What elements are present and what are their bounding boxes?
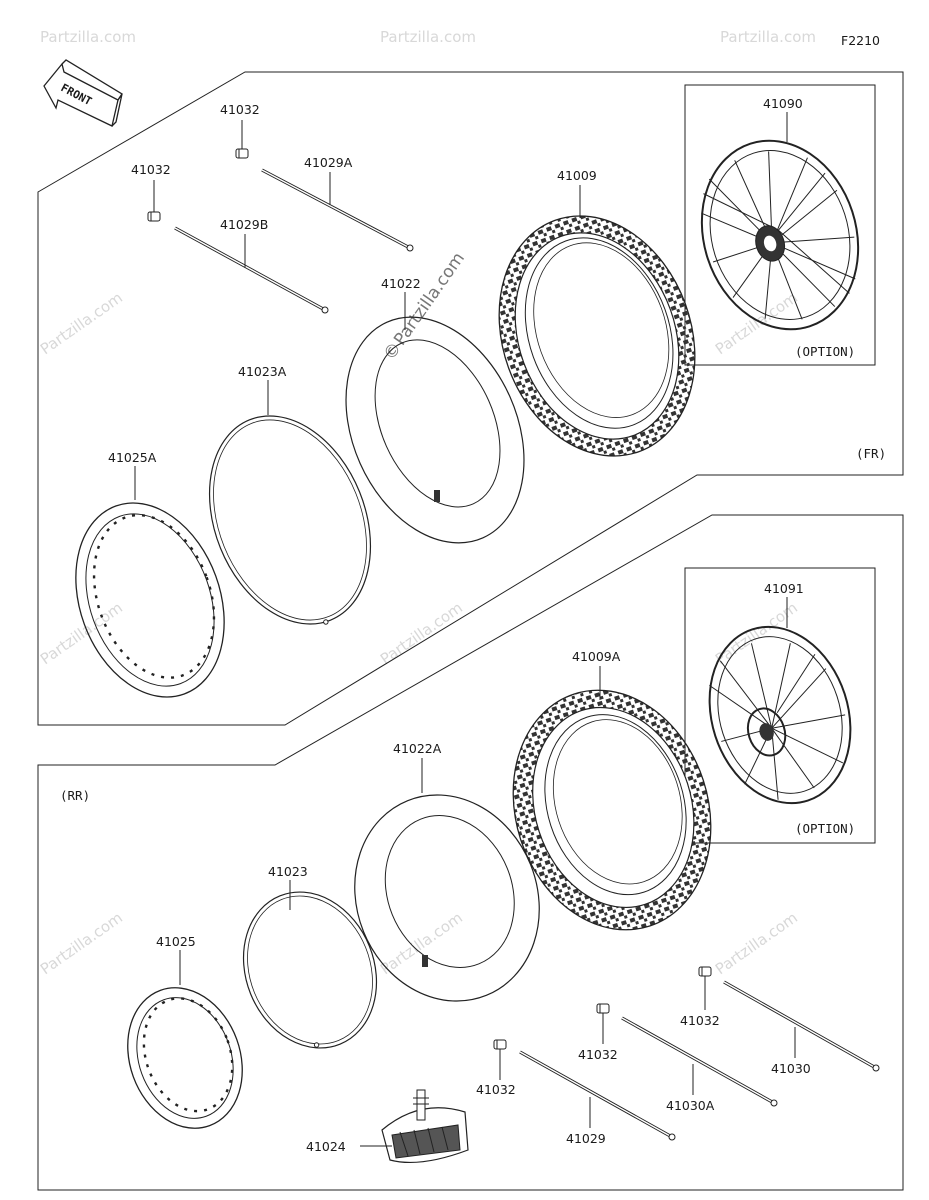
front-tube-41022: [345, 316, 525, 544]
front-tube-valve: [434, 490, 440, 502]
label-41025A: 41025A: [108, 450, 157, 465]
rear-option-box: [684, 567, 876, 844]
watermark: Partzilla.com: [712, 288, 801, 358]
front-tire-41009: [498, 215, 696, 457]
watermark: Partzilla.com: [720, 28, 816, 46]
diagram-code: F2210: [841, 33, 880, 48]
rear-tire-41009A: [512, 689, 712, 931]
front-wheel-41090: [700, 139, 860, 331]
label-41030: 41030: [771, 1061, 811, 1076]
watermark: Partzilla.com: [380, 28, 476, 46]
label-41030A: 41030A: [666, 1098, 715, 1113]
front-spoke-nipple-b: [147, 211, 161, 222]
rear-tube-valve: [422, 955, 428, 967]
rear-wheel-41091: [708, 625, 852, 805]
label-41090: 41090: [763, 96, 803, 111]
rear-spoke-41030: [723, 980, 880, 1072]
watermark: Partzilla.com: [377, 908, 466, 978]
label-41032-b: 41032: [131, 162, 171, 177]
label-41009: 41009: [557, 168, 597, 183]
label-41025: 41025: [156, 934, 196, 949]
leader-lines: [134, 112, 796, 1147]
front-spoke-41029A: [261, 168, 414, 252]
label-option-front: (OPTION): [795, 344, 855, 359]
label-41032-a: 41032: [220, 102, 260, 117]
watermark-center-text: Partzilla.com: [390, 249, 469, 350]
front-rim-band-41023A: [208, 415, 372, 625]
label-41023A: 41023A: [238, 364, 287, 379]
front-spoke-41029B: [174, 226, 329, 314]
label-41029A: 41029A: [304, 155, 353, 170]
rear-spoke-nipple-c: [493, 1039, 507, 1050]
watermark-center: © Partzilla.com: [380, 249, 469, 364]
front-spoke-nipple-a: [235, 148, 249, 159]
label-option-rear: (OPTION): [795, 821, 855, 836]
label-41022A: 41022A: [393, 741, 442, 756]
front-rim-41025A: [75, 502, 225, 698]
rear-section-panel: [37, 514, 904, 1191]
front-option-box: [684, 84, 876, 366]
label-41023: 41023: [268, 864, 308, 879]
rim-lock-41024: [381, 1089, 469, 1164]
rear-rim-41025: [127, 987, 243, 1129]
label-41032-c: 41032: [476, 1082, 516, 1097]
label-41032-e: 41032: [680, 1013, 720, 1028]
rear-spoke-41029: [519, 1050, 676, 1141]
watermark: Partzilla.com: [377, 598, 466, 668]
label-rear-section: (RR): [60, 788, 90, 803]
rear-spoke-nipple-d: [596, 1003, 610, 1014]
rear-spoke-41030A: [621, 1016, 778, 1107]
watermark: Partzilla.com: [37, 288, 126, 358]
watermark: Partzilla.com: [712, 908, 801, 978]
label-41024: 41024: [306, 1139, 346, 1154]
label-41029: 41029: [566, 1131, 606, 1146]
part-labels: 41032 41029A 41032 41029B 41009 41090 41…: [60, 96, 886, 1154]
label-41009A: 41009A: [572, 649, 621, 664]
watermark: Partzilla.com: [37, 908, 126, 978]
front-arrow-icon: FRONT: [43, 59, 123, 127]
rear-rim-band-41023: [242, 891, 378, 1049]
watermark: Partzilla.com: [40, 28, 136, 46]
front-section-panel: [37, 71, 904, 726]
label-41032-d: 41032: [578, 1047, 618, 1062]
label-41022: 41022: [381, 276, 421, 291]
label-41029B: 41029B: [220, 217, 268, 232]
rear-spoke-nipple-e: [698, 966, 712, 977]
label-41091: 41091: [764, 581, 804, 596]
watermark: Partzilla.com: [37, 598, 126, 668]
label-front-section: (FR): [856, 446, 886, 461]
rear-tube-41022A: [354, 794, 540, 1002]
